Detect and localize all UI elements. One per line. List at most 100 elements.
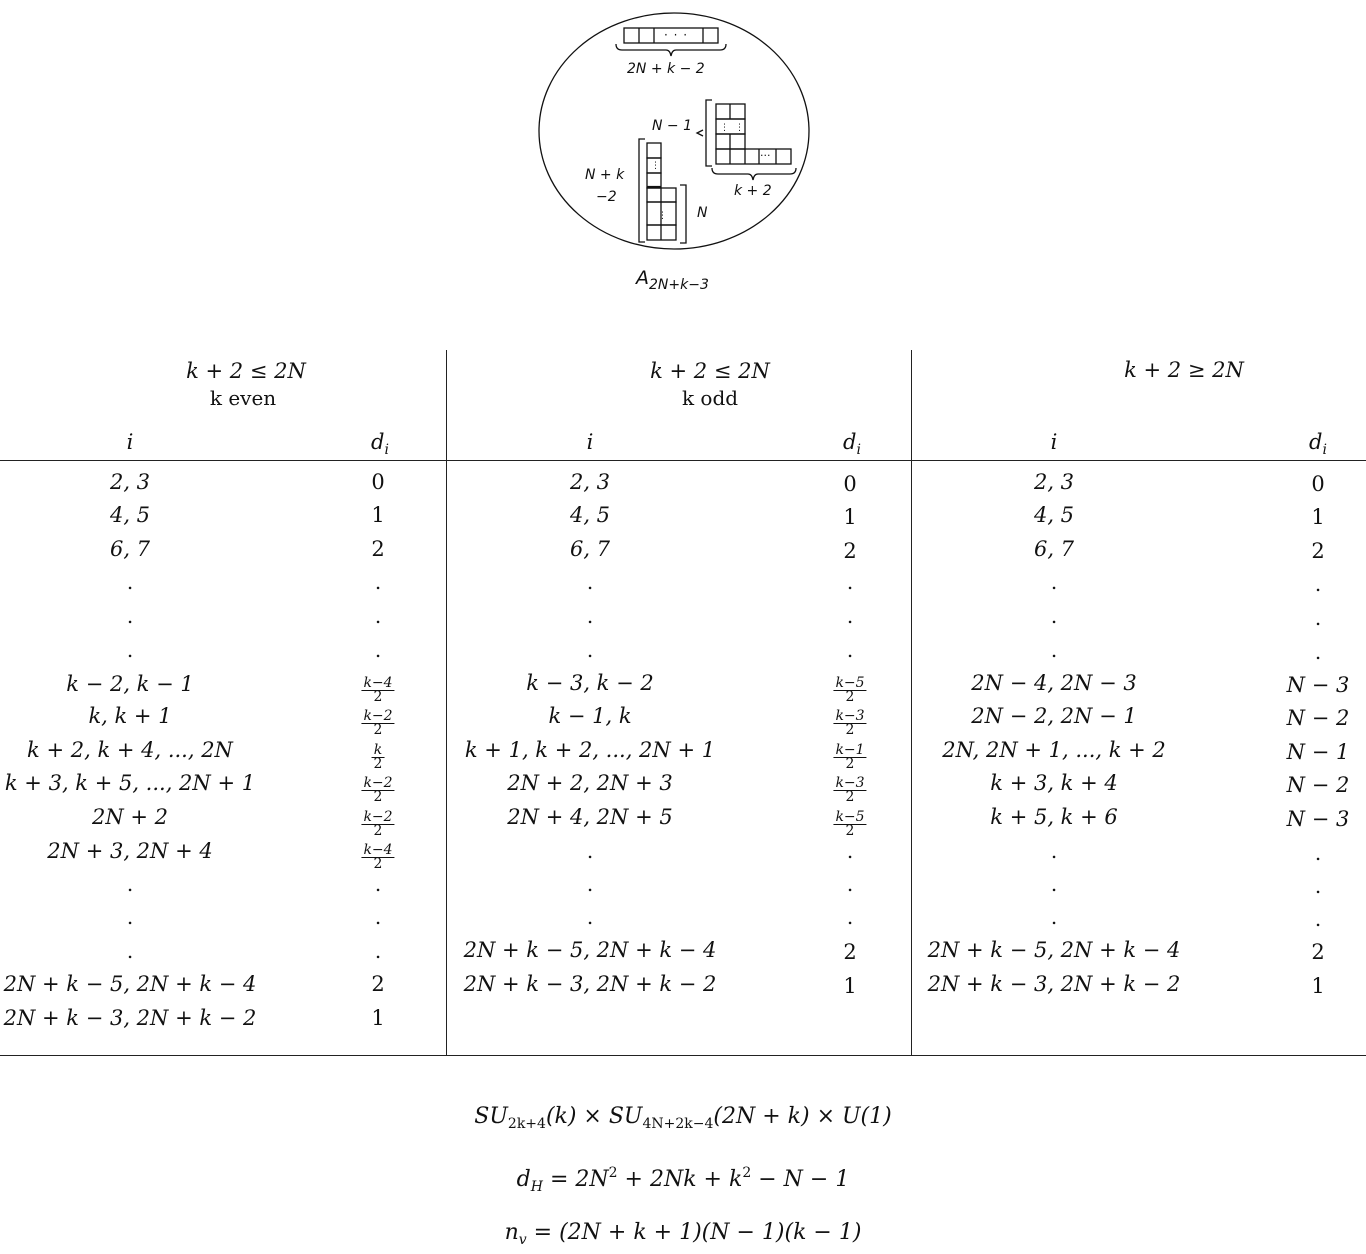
table-cell-d: 2 [371, 972, 385, 996]
table-row: 2, 3 [569, 470, 611, 494]
table-row: 2N + 2, 2N + 3 [507, 771, 673, 795]
ellipsis-dot: . [1314, 907, 1322, 931]
table-row: 4, 5 [1033, 503, 1075, 527]
column-divider-1 [446, 350, 447, 1055]
n-bracket [680, 184, 687, 244]
table-cell-d: 2 [371, 537, 385, 561]
ellipsis-dot: . [126, 570, 134, 594]
table-cell-d: 0 [843, 472, 857, 496]
col3-title: k + 2 ≥ 2N [1124, 358, 1244, 382]
ellipsis-dot: . [374, 570, 382, 594]
table-cell-d: 1 [843, 505, 857, 529]
table-cell-d: N − 2 [1286, 773, 1350, 797]
l-tableau [715, 103, 792, 165]
table-row: k − 3, k − 2 [526, 671, 654, 695]
ellipsis-dot: . [846, 638, 854, 662]
n-plus-k-bracket [638, 138, 645, 243]
table-row: 2N + 4, 2N + 5 [507, 805, 673, 829]
n-label: N [697, 205, 708, 221]
table-row: 4, 5 [569, 503, 611, 527]
top-row-dots: · · · [664, 28, 689, 42]
table-row: k − 2, k − 1 [66, 672, 194, 696]
ellipsis-dot: . [846, 905, 854, 929]
table-cell-d: 0 [1311, 472, 1325, 496]
table-cell-d: 1 [843, 974, 857, 998]
ellipsis-dot: . [846, 872, 854, 896]
table-cell-d: 1 [1311, 505, 1325, 529]
svg-text:⋮: ⋮ [658, 211, 667, 221]
l-row-dots: ··· [760, 149, 771, 162]
ellipsis-dot: . [374, 872, 382, 896]
ellipsis-dot: . [126, 905, 134, 929]
table-cell-d: N − 3 [1286, 673, 1350, 697]
ellipsis-dot: . [1314, 874, 1322, 898]
ellipsis-dot: . [1050, 839, 1058, 863]
table-row: 2N + k − 5, 2N + k − 4 [3, 972, 257, 996]
col1-title: k + 2 ≤ 2N [186, 359, 306, 383]
ellipsis-dot: . [1314, 841, 1322, 865]
svg-text:⋮: ⋮ [720, 123, 729, 133]
ellipsis-dot: . [374, 638, 382, 662]
svg-text:⋮: ⋮ [735, 123, 744, 133]
minus-2-label: −2 [596, 189, 617, 205]
table-row: 2, 3 [1033, 470, 1075, 494]
table-row: 2N + k − 3, 2N + k − 2 [927, 972, 1181, 996]
table-cell-d: 2 [1311, 539, 1325, 563]
col1-i-header: i [126, 430, 134, 454]
ellipsis-dot: . [586, 638, 594, 662]
ellipsis-dot: . [846, 604, 854, 628]
ellipsis-dot: . [846, 570, 854, 594]
table-row: 6, 7 [1033, 537, 1075, 561]
ellipsis-dot: . [1314, 640, 1322, 664]
table-row: k + 3, k + 5, ..., 2N + 1 [4, 771, 256, 795]
col2-i-header: i [586, 430, 594, 454]
table-row: 2N + k − 3, 2N + k − 2 [463, 972, 717, 996]
table-row: 4, 5 [109, 503, 151, 527]
table-row: 2N + 2 [91, 805, 169, 829]
col1-subtitle: k even [209, 386, 277, 410]
column-divider-2 [911, 350, 912, 1055]
table-row: k + 2, k + 4, ..., 2N [27, 738, 233, 762]
table-row: 2N + k − 5, 2N + k − 4 [927, 938, 1181, 962]
table-row: k + 1, k + 2, ..., 2N + 1 [464, 738, 716, 762]
table-row: k, k + 1 [88, 704, 172, 728]
col1-d-header: di [371, 430, 389, 458]
ellipsis-dot: . [1050, 872, 1058, 896]
col2-title: k + 2 ≤ 2N [650, 359, 770, 383]
table-row: 2N − 2, 2N − 1 [971, 704, 1137, 728]
k-plus-2-brace [711, 167, 797, 181]
col3-d-header: di [1309, 430, 1327, 458]
ellipsis-dot: . [586, 872, 594, 896]
ellipsis-dot: . [586, 905, 594, 929]
table-row: k + 5, k + 6 [990, 805, 1118, 829]
ellipsis-dot: . [374, 604, 382, 628]
table-cell-d: N − 3 [1286, 807, 1350, 831]
table-cell-d: 1 [371, 1006, 385, 1030]
ellipsis-dot: . [1314, 606, 1322, 630]
table-row: 2N + 3, 2N + 4 [47, 839, 213, 863]
k-plus-2-label: k + 2 [734, 183, 772, 199]
table-cell-d: 2 [843, 940, 857, 964]
ellipsis-dot: . [1314, 572, 1322, 596]
header-rule [0, 460, 1366, 461]
table-row: k + 3, k + 4 [990, 771, 1118, 795]
column-tableau [646, 142, 677, 241]
table-row: 2, 3 [109, 470, 151, 494]
ellipsis-dot: . [1050, 570, 1058, 594]
dh-formula: dH = 2N2 + 2Nk + k2 − N − 1 [516, 1165, 850, 1195]
table-row: 2N − 4, 2N − 3 [971, 671, 1137, 695]
col3-i-header: i [1050, 430, 1058, 454]
table-row: 2N + k − 3, 2N + k − 2 [3, 1006, 257, 1030]
n-minus-1-label: N − 1 [652, 118, 693, 134]
ellipsis-dot: . [1050, 638, 1058, 662]
svg-text:⋮: ⋮ [651, 161, 660, 171]
table-cell-d: 2 [843, 539, 857, 563]
